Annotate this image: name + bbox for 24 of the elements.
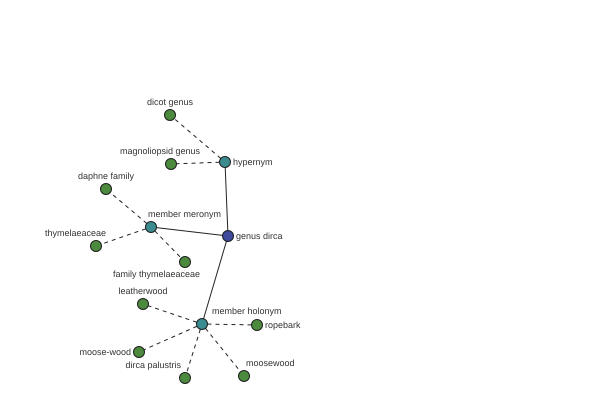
node-label: thymelaeaceae	[44, 228, 106, 238]
node-label: member holonym	[212, 306, 282, 316]
dashed-connector-line	[144, 326, 198, 350]
dashed-connector-line	[154, 230, 182, 259]
node-label: magnoliopsid genus	[120, 146, 200, 156]
dashed-connector-line	[174, 118, 222, 159]
node-label: dirca palustris	[125, 360, 181, 370]
node-label: daphne family	[78, 171, 134, 181]
node-label: leatherwood	[118, 286, 168, 296]
node-label: moose-wood	[79, 347, 131, 357]
dashed-connector-line	[207, 324, 252, 326]
node-label: ropebark	[265, 320, 301, 330]
connector-line	[224, 167, 228, 231]
node-label: member meronym	[148, 209, 222, 219]
dashed-connector-line	[176, 162, 220, 164]
node-label: dicot genus	[146, 97, 194, 107]
dashed-connector-line	[186, 328, 201, 374]
node-label: moosewood	[246, 358, 295, 368]
dashed-connector-line	[148, 305, 198, 323]
node-label: genus dirca	[236, 231, 283, 241]
connector-line	[203, 240, 227, 320]
node-label: family thymelaeaceae	[112, 269, 200, 279]
connector-line	[156, 227, 224, 236]
node-label: hypernym	[233, 157, 273, 167]
